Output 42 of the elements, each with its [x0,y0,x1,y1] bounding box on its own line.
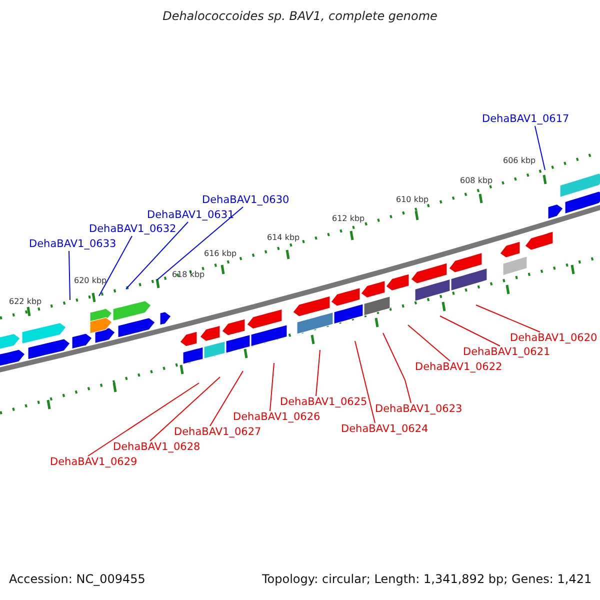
gene-label: DehaBAV1_0629 [50,456,138,469]
gene-label: DehaBAV1_0632 [89,223,176,236]
leader-line [476,304,540,332]
title: Dehalococcoides sp. BAV1, complete genome [162,10,438,23]
gene-label: DehaBAV1_0625 [280,396,368,409]
leader-line [210,370,244,426]
scale-label: 614 kbp [267,233,300,243]
scale-label: 608 kbp [460,176,493,186]
scale-label: 610 kbp [396,195,429,205]
gene-label: DehaBAV1_0626 [233,411,320,424]
leader-line [88,382,200,456]
gene-label: DehaBAV1_0628 [113,441,200,454]
leader-line [382,332,412,404]
leader-line [316,350,320,396]
scale-label: 620 kbp [74,276,107,286]
gene-label: DehaBAV1_0620 [510,332,598,345]
leader-line [150,376,220,442]
leader-line [156,206,244,280]
gene-label: DehaBAV1_0631 [147,209,234,222]
leader-line [354,340,376,424]
footer-text: Accession: NC_009455 [9,573,146,586]
scale-label: 618 kbp [172,270,205,280]
gene-label: DehaBAV1_0633 [29,238,116,251]
gene-label: DehaBAV1_0624 [341,423,428,436]
leader-line [98,236,132,296]
leader-line [270,362,274,412]
gene-label: DehaBAV1_0621 [463,346,550,359]
leader-line [126,222,188,290]
gene-label: DehaBAV1_0617 [482,113,570,126]
scale-label: 612 kbp [332,214,365,224]
leader-line [440,316,500,346]
leader-line [408,324,450,362]
gene-label: DehaBAV1_0623 [375,403,462,416]
leader-line [534,126,546,170]
gene-label: DehaBAV1_0622 [415,361,502,374]
scale-label: 622 kbp [9,297,42,307]
scale-label: 616 kbp [204,249,237,259]
scale-label: 606 kbp [503,156,536,166]
leader-line [68,250,70,300]
gene-label: DehaBAV1_0627 [174,426,262,439]
footer-text: Topology: circular; Length: 1,341,892 bp; Genes: 1,421 [262,573,592,586]
gene-label: DehaBAV1_0630 [202,194,290,207]
